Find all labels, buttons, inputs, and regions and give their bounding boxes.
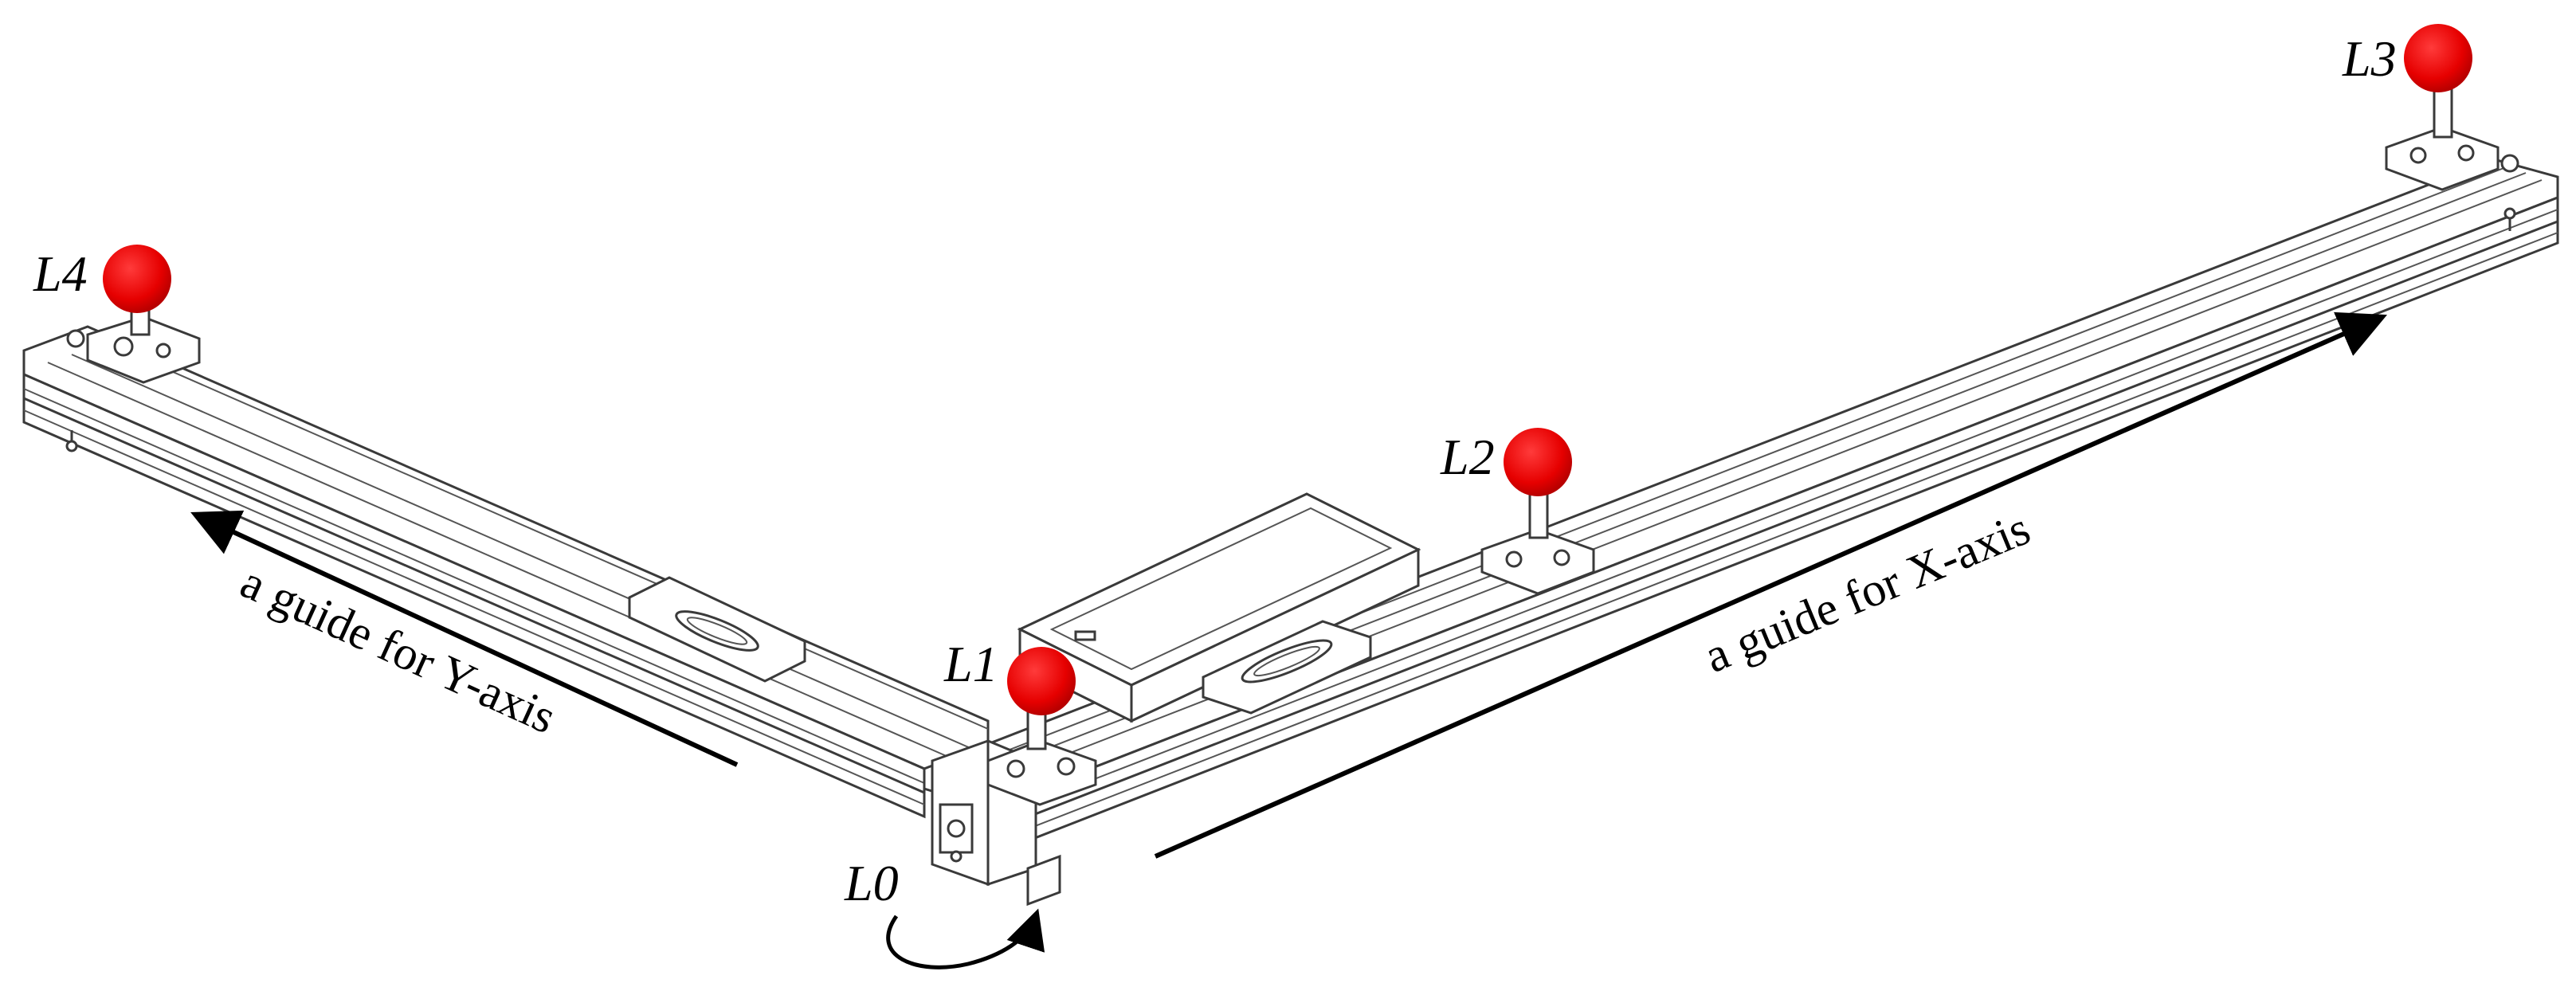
mount-l2	[1480, 488, 1595, 595]
label-l4: L4	[33, 245, 88, 302]
mount-l1	[986, 699, 1097, 806]
label-l3: L3	[2342, 30, 2397, 87]
clamp-y-axis	[628, 576, 806, 683]
x-axis-rail	[923, 158, 2559, 859]
marker-l4-red-sphere-icon	[103, 245, 171, 313]
l0-rotation-curved-arrow-icon	[886, 908, 1045, 969]
y-axis-rail	[22, 325, 990, 819]
mount-l3	[2385, 86, 2519, 191]
x-axis-arrow-icon	[1154, 311, 2387, 859]
y-axis-arrow-icon	[190, 510, 739, 767]
marker-l1-red-sphere-icon	[1007, 647, 1076, 715]
marker-l3-red-sphere-icon	[2404, 24, 2472, 92]
label-l2: L2	[1440, 429, 1495, 485]
marker-l2-red-sphere-icon	[1504, 428, 1572, 496]
clamp-x-axis	[1202, 620, 1372, 715]
label-l0: L0	[844, 855, 899, 911]
label-l1: L1	[943, 636, 998, 692]
